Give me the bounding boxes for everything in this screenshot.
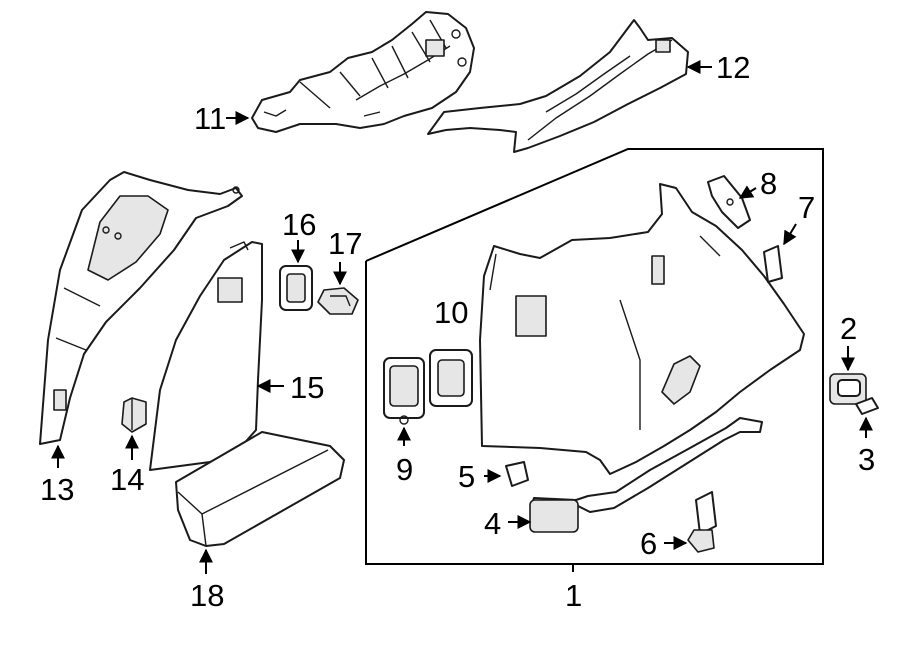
part-11-bracket xyxy=(251,11,475,133)
callout-1: 1 xyxy=(565,578,582,613)
callout-8: 8 xyxy=(760,166,777,201)
part-10-cover xyxy=(429,349,473,407)
callout-4: 4 xyxy=(484,506,501,541)
callout-9: 9 xyxy=(396,452,413,487)
callout-18: 18 xyxy=(190,578,224,613)
callout-5: 5 xyxy=(458,459,475,494)
callout-2: 2 xyxy=(840,311,857,346)
callout-17: 17 xyxy=(328,226,362,261)
callout-15: 15 xyxy=(290,370,324,405)
part-14-clip xyxy=(121,397,147,433)
callout-14: 14 xyxy=(110,462,144,497)
assembly-frame xyxy=(365,148,824,572)
part-15-side-panel xyxy=(149,241,263,471)
leader-lines xyxy=(51,60,873,574)
part-16-grommet xyxy=(279,265,313,311)
part-7-plate xyxy=(763,245,783,283)
part-8-bracket xyxy=(707,175,751,229)
part-3-cap xyxy=(855,397,879,415)
callout-6: 6 xyxy=(640,526,657,561)
part-6-anchor xyxy=(687,491,717,553)
callout-16: 16 xyxy=(282,207,316,242)
callout-12: 12 xyxy=(716,50,750,85)
callout-13: 13 xyxy=(40,472,74,507)
callout-10: 10 xyxy=(434,295,468,330)
part-1-cargo-trim xyxy=(479,183,805,475)
part-18-floor-cover xyxy=(175,431,345,547)
part-9-housing xyxy=(383,357,425,425)
callout-7: 7 xyxy=(798,190,815,225)
part-2-bezel xyxy=(829,373,867,405)
part-5-plug xyxy=(505,461,529,487)
part-13-quarter-trim xyxy=(39,171,243,445)
callout-labels: 1 2 3 4 5 6 7 8 9 10 11 12 13 14 15 16 1… xyxy=(40,50,875,613)
callout-11: 11 xyxy=(194,101,226,136)
callout-3: 3 xyxy=(858,442,875,477)
part-17-clip xyxy=(317,287,359,315)
